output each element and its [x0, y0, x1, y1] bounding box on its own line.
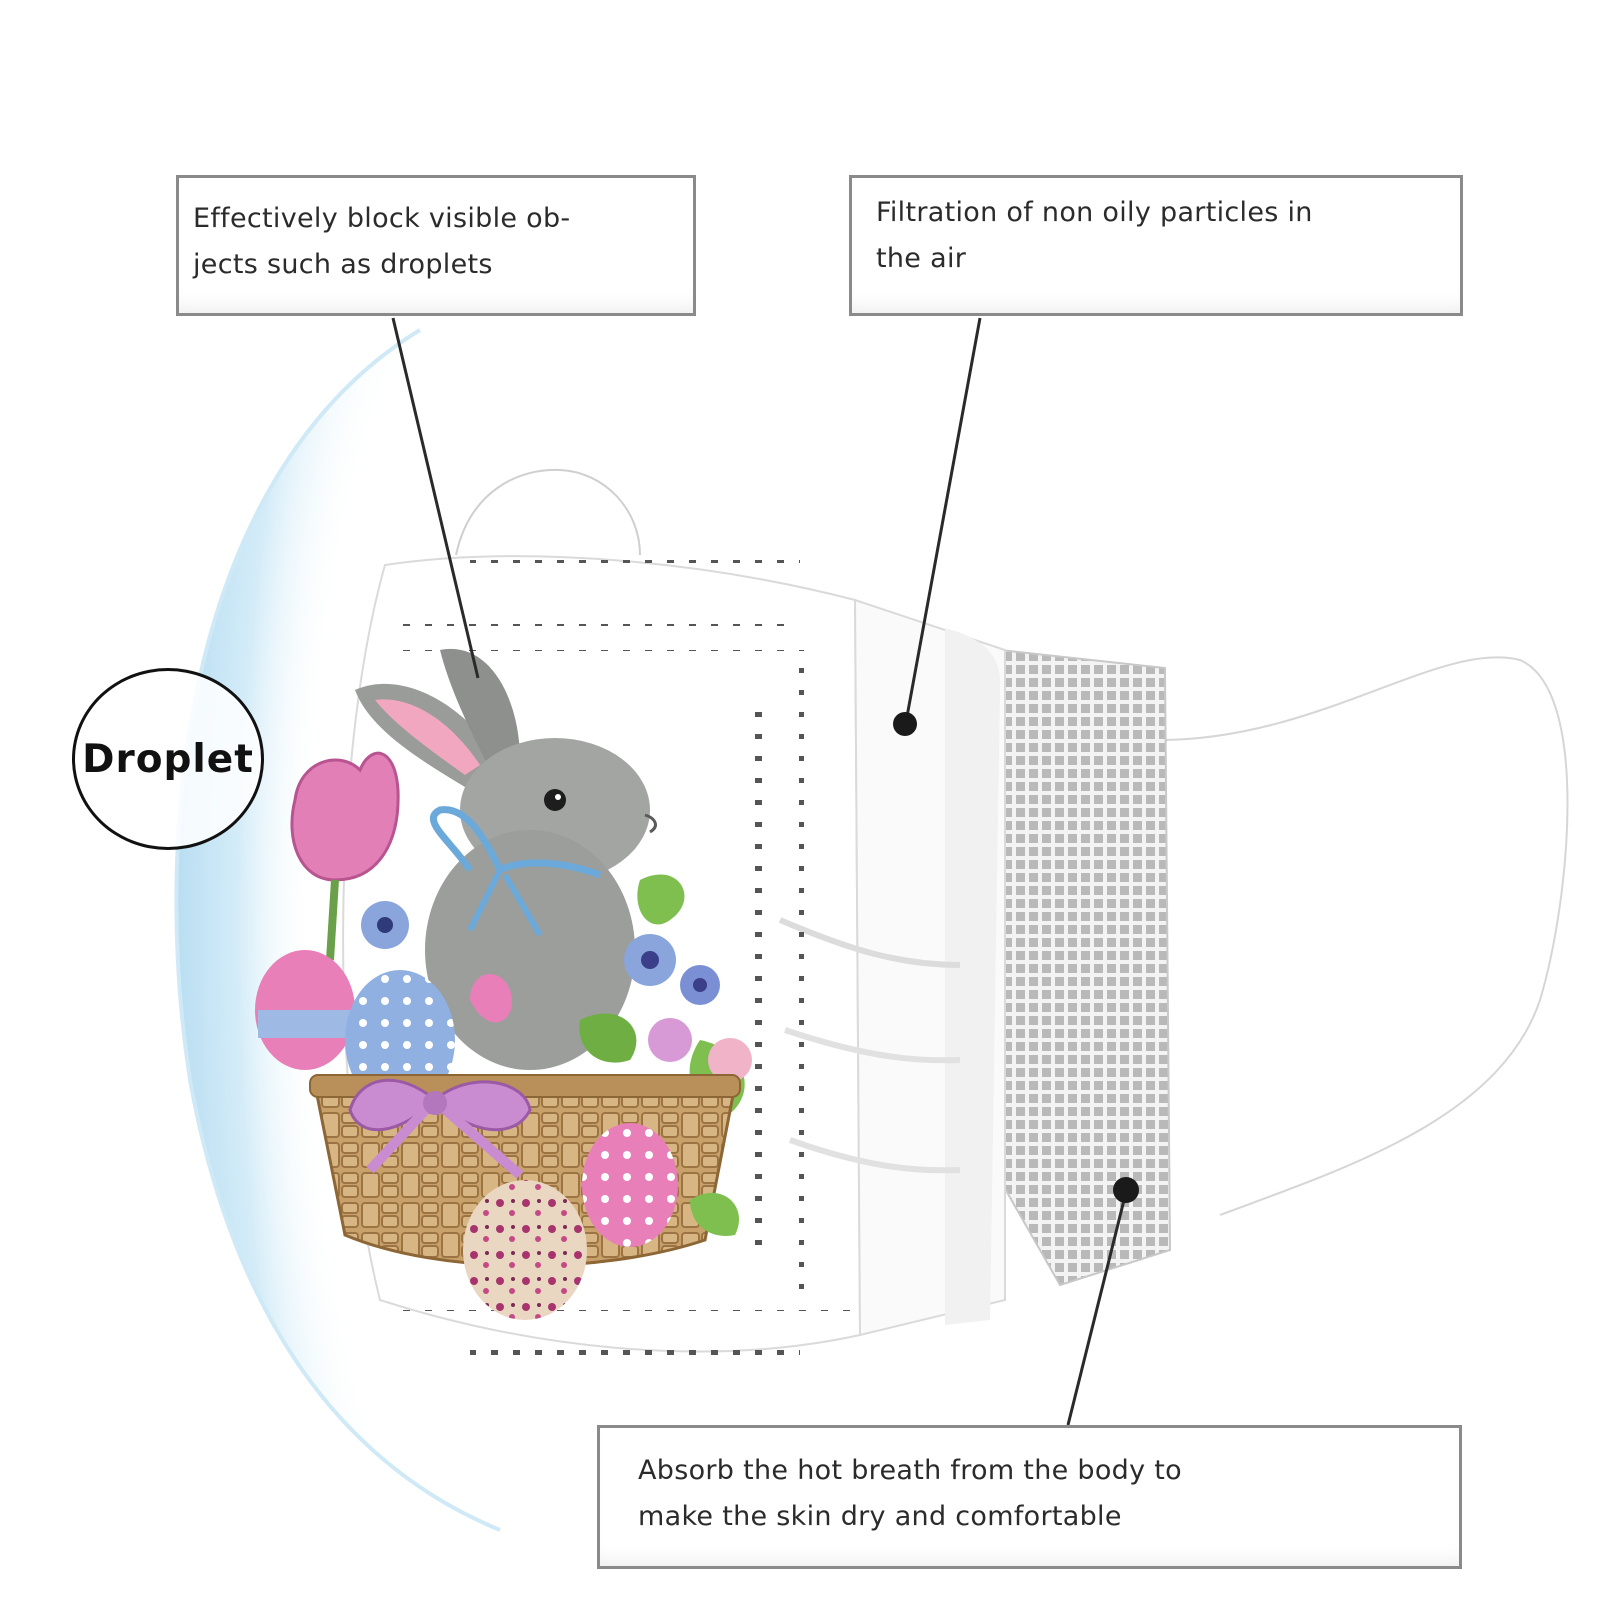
mask-inner-layer [999, 648, 1172, 1287]
callout-filtration: Filtration of non oily particles in the … [849, 175, 1463, 316]
callout-droplets-line2: jects such as droplets [193, 249, 493, 280]
easter-bunny-print [255, 648, 752, 1320]
callout-filtration-line2: the air [876, 243, 967, 274]
callout-filtration-line1: Filtration of non oily particles in [876, 197, 1313, 228]
callout-droplets-line1: Effectively block visible ob- [193, 203, 571, 234]
leader-line-absorb [1066, 1191, 1128, 1426]
callout-absorb-line1: Absorb the hot breath from the body to [638, 1455, 1182, 1486]
stitch-row-1 [470, 560, 800, 578]
leader-line-droplets [391, 317, 480, 679]
leader-line-filtration [904, 317, 982, 723]
marker-dot-absorb [1113, 1177, 1139, 1203]
ear-loop-right [1159, 651, 1574, 1221]
droplet-badge: Droplet [72, 668, 264, 850]
callout-absorb-breath: Absorb the hot breath from the body to m… [597, 1425, 1462, 1569]
callout-absorb-line2: make the skin dry and comfortable [638, 1501, 1122, 1532]
marker-dot-filtration [893, 712, 917, 736]
callout-block-droplets: Effectively block visible ob- jects such… [176, 175, 696, 316]
droplet-badge-label: Droplet [82, 736, 254, 782]
